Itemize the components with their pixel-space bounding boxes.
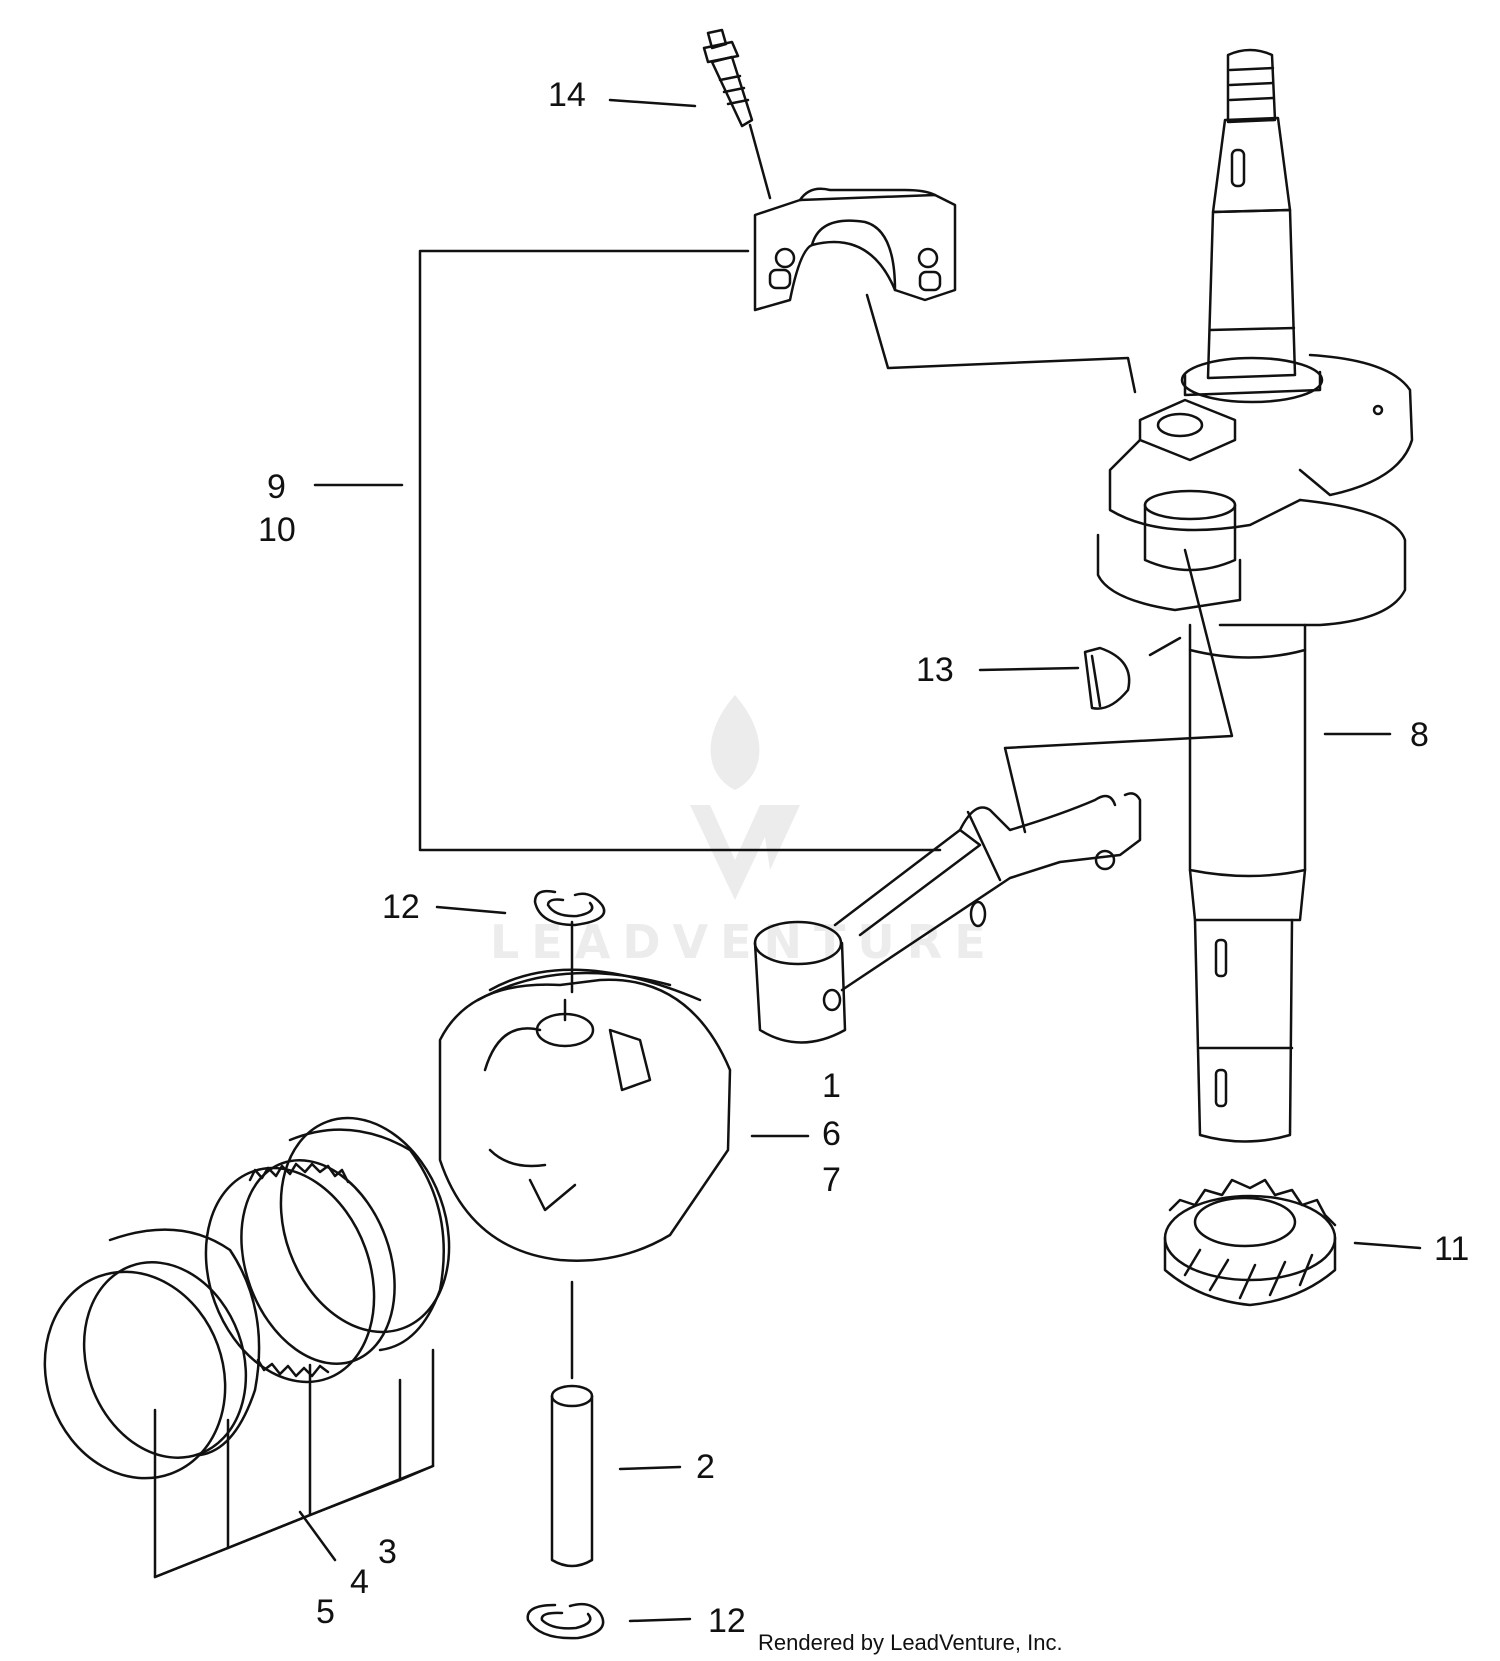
- callout-5: 5: [316, 1593, 335, 1631]
- rod-cap: [753, 187, 957, 312]
- crankshaft-8: [1096, 48, 1414, 1143]
- callout-9: 9: [267, 468, 286, 506]
- bolt-14: [702, 28, 754, 128]
- callout-12-bottom: 12: [708, 1602, 746, 1640]
- gear-11: [1163, 1178, 1337, 1307]
- callout-13: 13: [916, 651, 954, 689]
- callout-4: 4: [350, 1563, 369, 1601]
- callout-11: 11: [1434, 1230, 1470, 1268]
- callout-2: 2: [696, 1448, 715, 1486]
- woodruff-key-13: [1083, 646, 1131, 710]
- circlip-12-top: [533, 889, 606, 927]
- callout-12-top: 12: [382, 888, 420, 926]
- callout-6: 6: [822, 1115, 841, 1153]
- callout-3: 3: [378, 1533, 397, 1571]
- circlip-12-bottom: [526, 1602, 605, 1640]
- piston-6-7: [438, 968, 732, 1262]
- callout-8: 8: [1410, 716, 1429, 754]
- wrist-pin-2: [550, 1384, 594, 1568]
- connecting-rod-1: [753, 792, 1142, 1044]
- render-credit: Rendered by LeadVenture, Inc.: [758, 1630, 1063, 1655]
- callout-14: 14: [548, 76, 586, 114]
- piston-rings: [43, 1116, 451, 1480]
- leader-lines: [153, 98, 1422, 1623]
- callout-7: 7: [822, 1161, 841, 1199]
- callout-1: 1: [822, 1067, 841, 1105]
- callout-10: 10: [258, 511, 296, 549]
